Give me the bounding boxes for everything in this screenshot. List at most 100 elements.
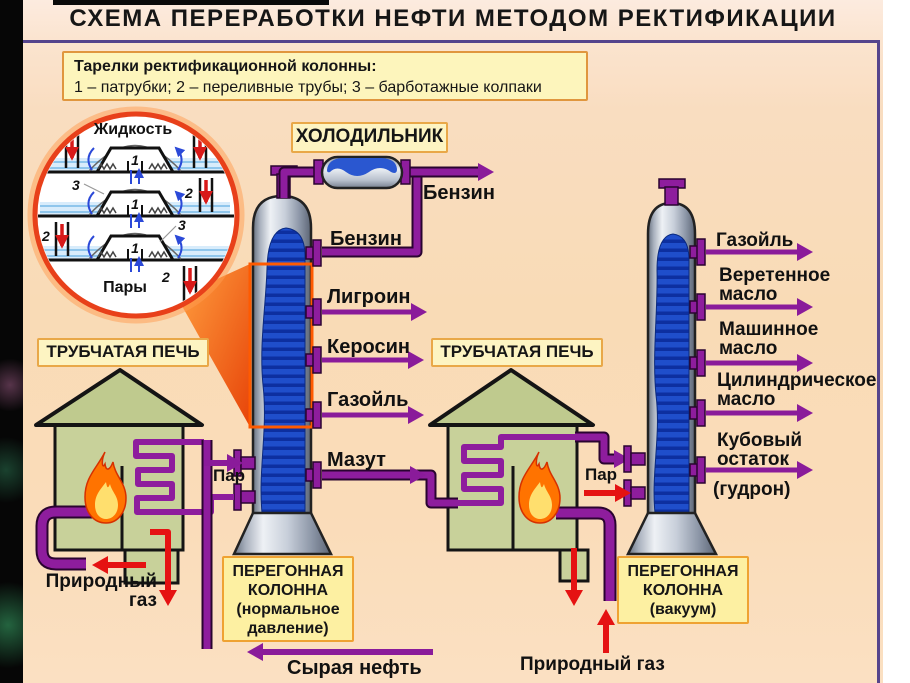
product-label-ligroin: Лигроин bbox=[327, 286, 411, 308]
label-line: газ bbox=[128, 590, 157, 611]
furnace-right bbox=[428, 368, 595, 583]
product-label-gudron: (гудрон) bbox=[713, 479, 791, 500]
crude-oil-label: Сырая нефть bbox=[287, 657, 422, 679]
svg-text:3: 3 bbox=[72, 177, 80, 193]
column-right-outlet-flanges bbox=[689, 238, 706, 484]
natural-gas-label-right: Природный газ bbox=[520, 654, 665, 675]
steam-label-right: Пар bbox=[585, 465, 618, 484]
column-right-base bbox=[625, 511, 719, 556]
natural-gas-label-left: Природный газ bbox=[35, 572, 157, 610]
label-line: Кубовый bbox=[717, 430, 803, 451]
furnace-left-label-box: ТРУБЧАТАЯ ПЕЧЬ bbox=[37, 338, 209, 367]
product-label-cilindricheskoe: Цилиндрическое масло bbox=[717, 371, 876, 409]
steam-label-left: Пар bbox=[213, 466, 246, 485]
burner-pipe-right bbox=[556, 508, 615, 601]
column-right-inlet-flanges bbox=[623, 445, 646, 507]
column-left-caption-line: (нормальное bbox=[236, 601, 340, 618]
svg-text:3: 3 bbox=[178, 217, 186, 233]
mazut-pipe bbox=[322, 471, 458, 507]
svg-text:2: 2 bbox=[184, 185, 193, 201]
column-right-caption-box: ПЕРЕГОННАЯ КОЛОННА (вакуум) bbox=[617, 556, 749, 624]
photo-background-strip bbox=[0, 0, 23, 683]
column-right-caption-line: (вакуум) bbox=[649, 601, 717, 618]
flue-left-line bbox=[150, 529, 171, 592]
column-right-caption-line: ПЕРЕГОННАЯ bbox=[627, 563, 739, 580]
photo-white-strip bbox=[883, 0, 910, 683]
product-label-kubovy: Кубовый остаток bbox=[717, 431, 802, 469]
svg-text:1: 1 bbox=[131, 240, 139, 256]
product-label-benzin: Бензин bbox=[330, 228, 402, 250]
legend-heading: Тарелки ректификационной колонны: bbox=[74, 58, 377, 75]
flame-icon-left bbox=[84, 451, 127, 524]
pipe-benzin-connector bbox=[322, 170, 421, 256]
inset-vapor-label: Пары bbox=[103, 279, 147, 296]
column-left-caption-line: ПЕРЕГОННАЯ bbox=[232, 563, 344, 580]
product-label-benzin-top: Бензин bbox=[423, 182, 495, 204]
column-right-top-valve bbox=[664, 186, 679, 206]
svg-text:2: 2 bbox=[41, 228, 50, 244]
gas-flow-arrows bbox=[92, 484, 631, 653]
label-line: масло bbox=[717, 389, 776, 410]
page-title: СХЕМА ПЕРЕРАБОТКИ НЕФТИ МЕТОДОМ РЕКТИФИК… bbox=[69, 5, 837, 32]
cooler-liquid bbox=[327, 158, 397, 176]
callout-lines bbox=[83, 183, 177, 243]
furnace-right-piping bbox=[458, 431, 646, 601]
column-left-inlet-flanges bbox=[233, 449, 256, 511]
product-label-mashinnoe: Машинное масло bbox=[719, 320, 818, 358]
benzin-top-arrowhead bbox=[478, 163, 494, 181]
svg-text:1: 1 bbox=[131, 152, 139, 168]
product-label-veretennoe: Веретенное масло bbox=[719, 266, 830, 304]
heating-coil-right bbox=[458, 434, 577, 506]
label-line: Машинное bbox=[719, 319, 819, 340]
magnifier-beam bbox=[182, 264, 250, 427]
bubble-cap-level-3 bbox=[87, 234, 181, 272]
column-right-product-lines bbox=[689, 238, 813, 484]
column-right-trays bbox=[653, 233, 690, 514]
product-label-kerosin: Керосин bbox=[327, 336, 410, 358]
pipe-coil-to-column2 bbox=[575, 433, 614, 463]
column-left-caption-box: ПЕРЕГОННАЯ КОЛОННА (нормальное давление) bbox=[222, 556, 354, 642]
product-label-gazoil-2: Газойль bbox=[716, 230, 794, 251]
column-left-outlet-flanges bbox=[305, 239, 322, 489]
inset-numbers: 1 1 1 2 2 2 3 3 bbox=[41, 152, 193, 285]
title-divider bbox=[23, 40, 880, 43]
cooler-label-box: ХОЛОДИЛЬНИК bbox=[291, 122, 448, 153]
legend-items: 1 – патрубки; 2 – переливные трубы; 3 – … bbox=[74, 79, 542, 96]
slide-right-border bbox=[877, 40, 880, 683]
label-line: Природный bbox=[45, 571, 157, 592]
bubble-cap-level-2 bbox=[87, 190, 181, 228]
crude-oil-line bbox=[247, 643, 433, 661]
bubble-cap-level-1 bbox=[87, 146, 181, 184]
distillation-column-right bbox=[625, 178, 719, 556]
svg-text:2: 2 bbox=[161, 269, 170, 285]
label-line: остаток bbox=[717, 449, 789, 470]
cooler-condenser bbox=[278, 155, 494, 258]
product-label-gazoil: Газойль bbox=[327, 389, 409, 411]
burner-pipe-left bbox=[37, 507, 96, 569]
column-left-base bbox=[232, 511, 334, 556]
furnace-left-piping bbox=[35, 439, 243, 649]
label-line: Цилиндрическое bbox=[717, 370, 877, 391]
label-line: масло bbox=[719, 338, 778, 359]
bubble-caps bbox=[87, 146, 181, 272]
column-left-caption-line: КОЛОННА bbox=[247, 582, 329, 599]
furnace-left-roof bbox=[34, 368, 204, 427]
label-line: Веретенное bbox=[719, 265, 831, 286]
svg-text:1: 1 bbox=[131, 196, 139, 212]
inset-liquid-label: Жидкость bbox=[93, 121, 173, 138]
top-edge-artifact bbox=[53, 0, 329, 5]
column-left-product-lines bbox=[233, 239, 458, 511]
tray-detail-inset: Жидкость Пары 1 1 1 2 2 2 3 3 bbox=[27, 106, 245, 324]
column-right-caption-line: КОЛОННА bbox=[642, 582, 724, 599]
inset-glow-ring bbox=[27, 106, 245, 324]
legend-box: Тарелки ректификационной колонны: 1 – па… bbox=[62, 51, 588, 101]
pipe-column-to-cooler bbox=[280, 168, 316, 198]
product-label-mazut: Мазут bbox=[327, 449, 386, 471]
label-line: масло bbox=[719, 284, 778, 305]
heating-coil-left bbox=[133, 439, 234, 515]
furnace-right-label-box: ТРУБЧАТАЯ ПЕЧЬ bbox=[431, 338, 603, 367]
magnified-region-rect bbox=[248, 262, 314, 429]
inset-tray-drawing bbox=[38, 126, 234, 302]
